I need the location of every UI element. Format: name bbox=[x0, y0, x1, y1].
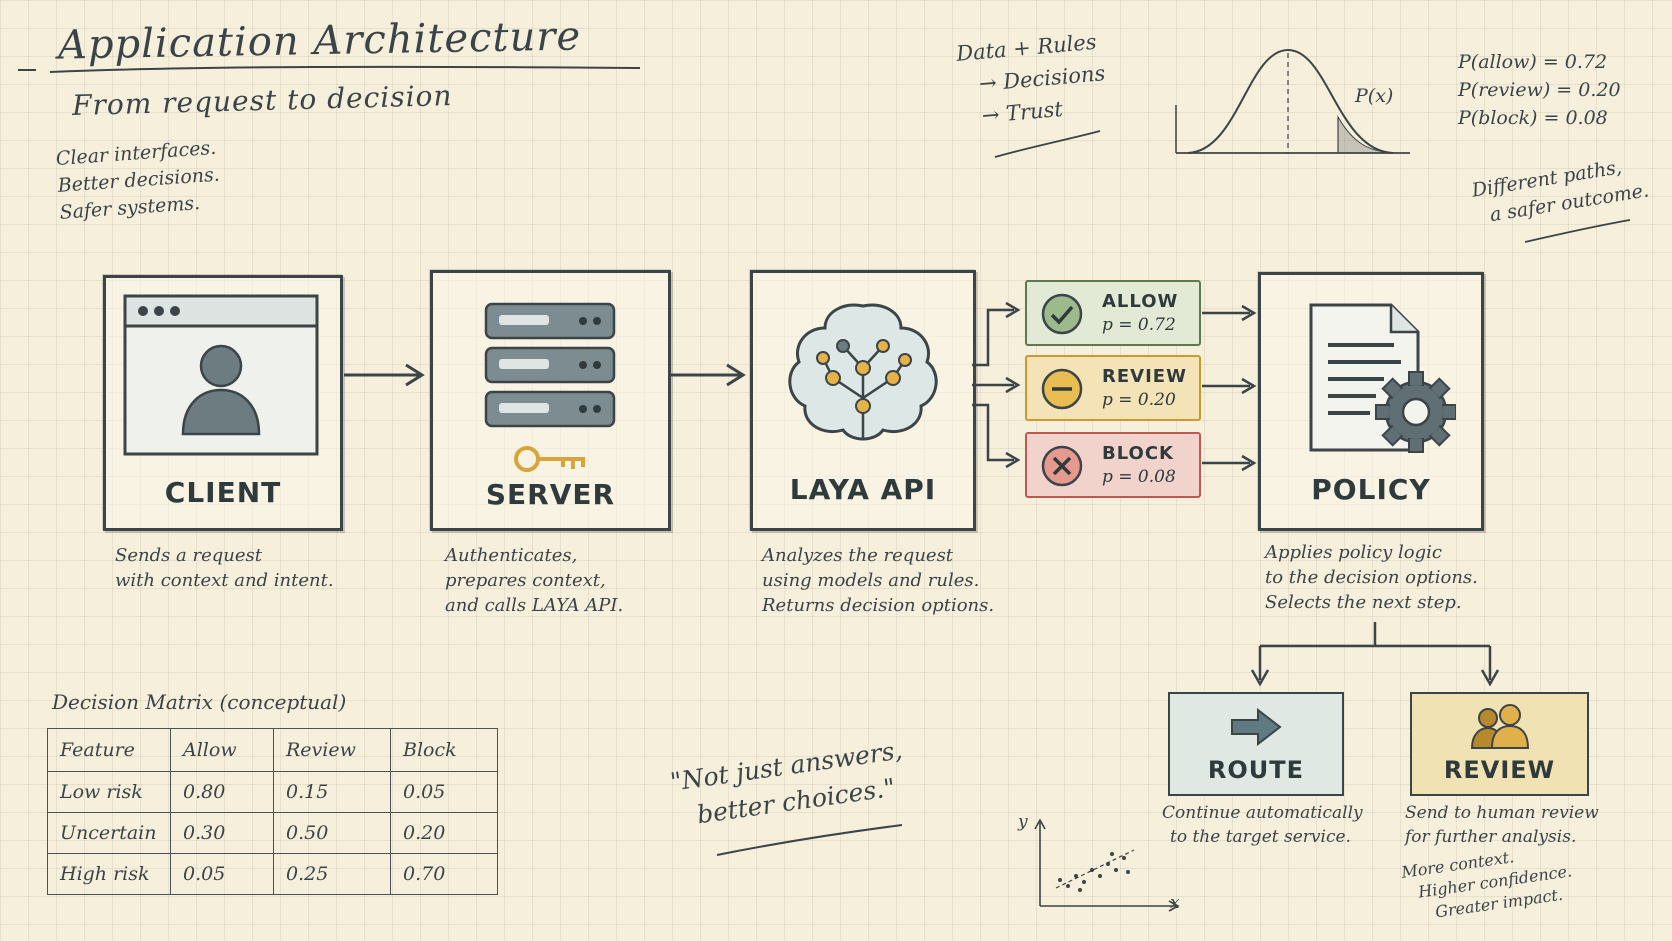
probability-line: P(block) = 0.08 bbox=[1458, 107, 1608, 129]
route-label: ROUTE bbox=[1207, 756, 1305, 784]
description-line: Authenticates, bbox=[445, 545, 578, 566]
matrix-cell: 0.15 bbox=[273, 771, 391, 813]
option-probability: p = 0.20 bbox=[1102, 390, 1176, 410]
description-line: Selects the next step. bbox=[1265, 592, 1462, 613]
description-line: prepares context, bbox=[445, 570, 606, 591]
scatter-sketch bbox=[1034, 818, 1180, 912]
server-description: Authenticates, prepares context, and cal… bbox=[445, 543, 623, 618]
matrix-cell: 0.80 bbox=[170, 771, 274, 813]
matrix-cell: 0.05 bbox=[170, 853, 274, 895]
human-review-description: Send to human review for further analysi… bbox=[1405, 801, 1599, 849]
matrix-header-cell: Review bbox=[273, 728, 391, 772]
description-line: Continue automatically bbox=[1162, 803, 1363, 823]
option-block[interactable]: BLOCK p = 0.08 bbox=[1025, 432, 1201, 498]
top-note-underline bbox=[994, 130, 1101, 158]
matrix-cell: High risk bbox=[47, 853, 171, 895]
policy-box[interactable]: POLICY bbox=[1258, 272, 1484, 531]
people-icon bbox=[1470, 704, 1530, 749]
description-line: Applies policy logic bbox=[1265, 542, 1442, 563]
title-underline bbox=[18, 65, 641, 73]
probability-list: P(allow) = 0.72 P(review) = 0.20 P(block… bbox=[1458, 48, 1621, 132]
tagline: Clear interfaces. Better decisions. Safe… bbox=[55, 135, 223, 227]
arrow-server-to-api bbox=[669, 363, 746, 387]
top-note: Data + Rules → Decisions → Trust bbox=[955, 25, 1109, 133]
matrix-cell: 0.70 bbox=[390, 853, 498, 895]
side-note-underline bbox=[1524, 219, 1631, 243]
quote-underline bbox=[716, 824, 903, 856]
description-line: to the target service. bbox=[1170, 827, 1351, 847]
route-box[interactable]: ROUTE bbox=[1168, 692, 1344, 796]
key-icon bbox=[514, 446, 585, 472]
decision-matrix: Feature Allow Review Block Low risk 0.80… bbox=[47, 728, 498, 895]
client-box[interactable]: CLIENT bbox=[103, 275, 343, 531]
scatter-y-label: y bbox=[1018, 812, 1028, 832]
human-review-box[interactable]: REVIEW bbox=[1410, 692, 1589, 796]
description-line: for further analysis. bbox=[1405, 827, 1577, 847]
distribution-label: P(x) bbox=[1355, 85, 1394, 107]
client-label: CLIENT bbox=[164, 476, 282, 509]
description-line: and calls LAYA API. bbox=[445, 595, 624, 616]
description-line: Sends a request bbox=[115, 545, 263, 566]
arrow-api-to-options bbox=[972, 301, 1021, 469]
matrix-header-cell: Block bbox=[390, 728, 498, 772]
matrix-cell: 0.50 bbox=[273, 812, 391, 854]
client-description: Sends a request with context and intent. bbox=[115, 543, 334, 593]
arrow-client-to-server bbox=[344, 363, 425, 387]
description-line: Analyzes the request bbox=[762, 545, 954, 566]
option-review[interactable]: REVIEW p = 0.20 bbox=[1025, 355, 1201, 421]
matrix-row: High risk 0.05 0.25 0.70 bbox=[47, 853, 498, 895]
check-circle-icon bbox=[1041, 293, 1083, 335]
matrix-header-cell: Feature bbox=[47, 728, 171, 772]
matrix-cell: Low risk bbox=[47, 771, 171, 813]
matrix-row: Low risk 0.80 0.15 0.05 bbox=[47, 771, 498, 813]
option-name: BLOCK bbox=[1102, 443, 1175, 464]
description-line: using models and rules. bbox=[762, 570, 980, 591]
matrix-header-cell: Allow bbox=[170, 728, 274, 772]
option-probability: p = 0.08 bbox=[1102, 467, 1176, 487]
matrix-header-row: Feature Allow Review Block bbox=[47, 728, 498, 772]
server-rack-icon bbox=[484, 302, 616, 428]
laya-api-description: Analyzes the request using models and ru… bbox=[762, 543, 994, 618]
arrow-options-to-policy bbox=[1202, 304, 1257, 472]
description-line: Send to human review bbox=[1405, 803, 1599, 823]
policy-document-gear-icon bbox=[1309, 303, 1456, 453]
probability-line: P(allow) = 0.72 bbox=[1458, 51, 1608, 73]
matrix-cell: 0.20 bbox=[390, 812, 498, 854]
route-description: Continue automatically to the target ser… bbox=[1162, 801, 1363, 849]
browser-window-icon bbox=[123, 294, 319, 456]
policy-description: Applies policy logic to the decision opt… bbox=[1265, 540, 1478, 615]
brain-network-icon bbox=[788, 303, 938, 441]
policy-label: POLICY bbox=[1311, 473, 1431, 506]
matrix-cell: 0.30 bbox=[170, 812, 274, 854]
minus-circle-icon bbox=[1041, 368, 1083, 410]
description-line: Returns decision options. bbox=[762, 595, 995, 616]
description-line: to the decision options. bbox=[1265, 567, 1478, 588]
option-name: REVIEW bbox=[1102, 366, 1187, 387]
option-probability: p = 0.72 bbox=[1102, 315, 1176, 335]
description-line: with context and intent. bbox=[115, 570, 334, 591]
laya-api-box[interactable]: LAYA API bbox=[750, 270, 976, 531]
server-label: SERVER bbox=[485, 478, 616, 511]
server-box[interactable]: SERVER bbox=[430, 270, 671, 531]
option-allow[interactable]: ALLOW p = 0.72 bbox=[1025, 280, 1201, 346]
arrow-policy-to-outcomes bbox=[1250, 622, 1500, 687]
human-review-label: REVIEW bbox=[1443, 756, 1556, 784]
option-name: ALLOW bbox=[1102, 291, 1179, 312]
scatter-x-label: x bbox=[1170, 893, 1180, 913]
matrix-cell: Uncertain bbox=[47, 812, 171, 854]
probability-line: P(review) = 0.20 bbox=[1458, 79, 1621, 101]
page-subtitle: From request to decision bbox=[71, 79, 453, 122]
matrix-cell: 0.05 bbox=[390, 771, 498, 813]
matrix-title: Decision Matrix (conceptual) bbox=[52, 690, 347, 714]
arrow-right-icon bbox=[1231, 708, 1282, 746]
x-circle-icon bbox=[1041, 445, 1083, 487]
matrix-row: Uncertain 0.30 0.50 0.20 bbox=[47, 812, 498, 854]
laya-api-label: LAYA API bbox=[789, 473, 937, 506]
review-note: More context. Higher confidence. Greater… bbox=[1400, 838, 1576, 927]
matrix-cell: 0.25 bbox=[273, 853, 391, 895]
distribution-curve bbox=[1175, 48, 1410, 154]
